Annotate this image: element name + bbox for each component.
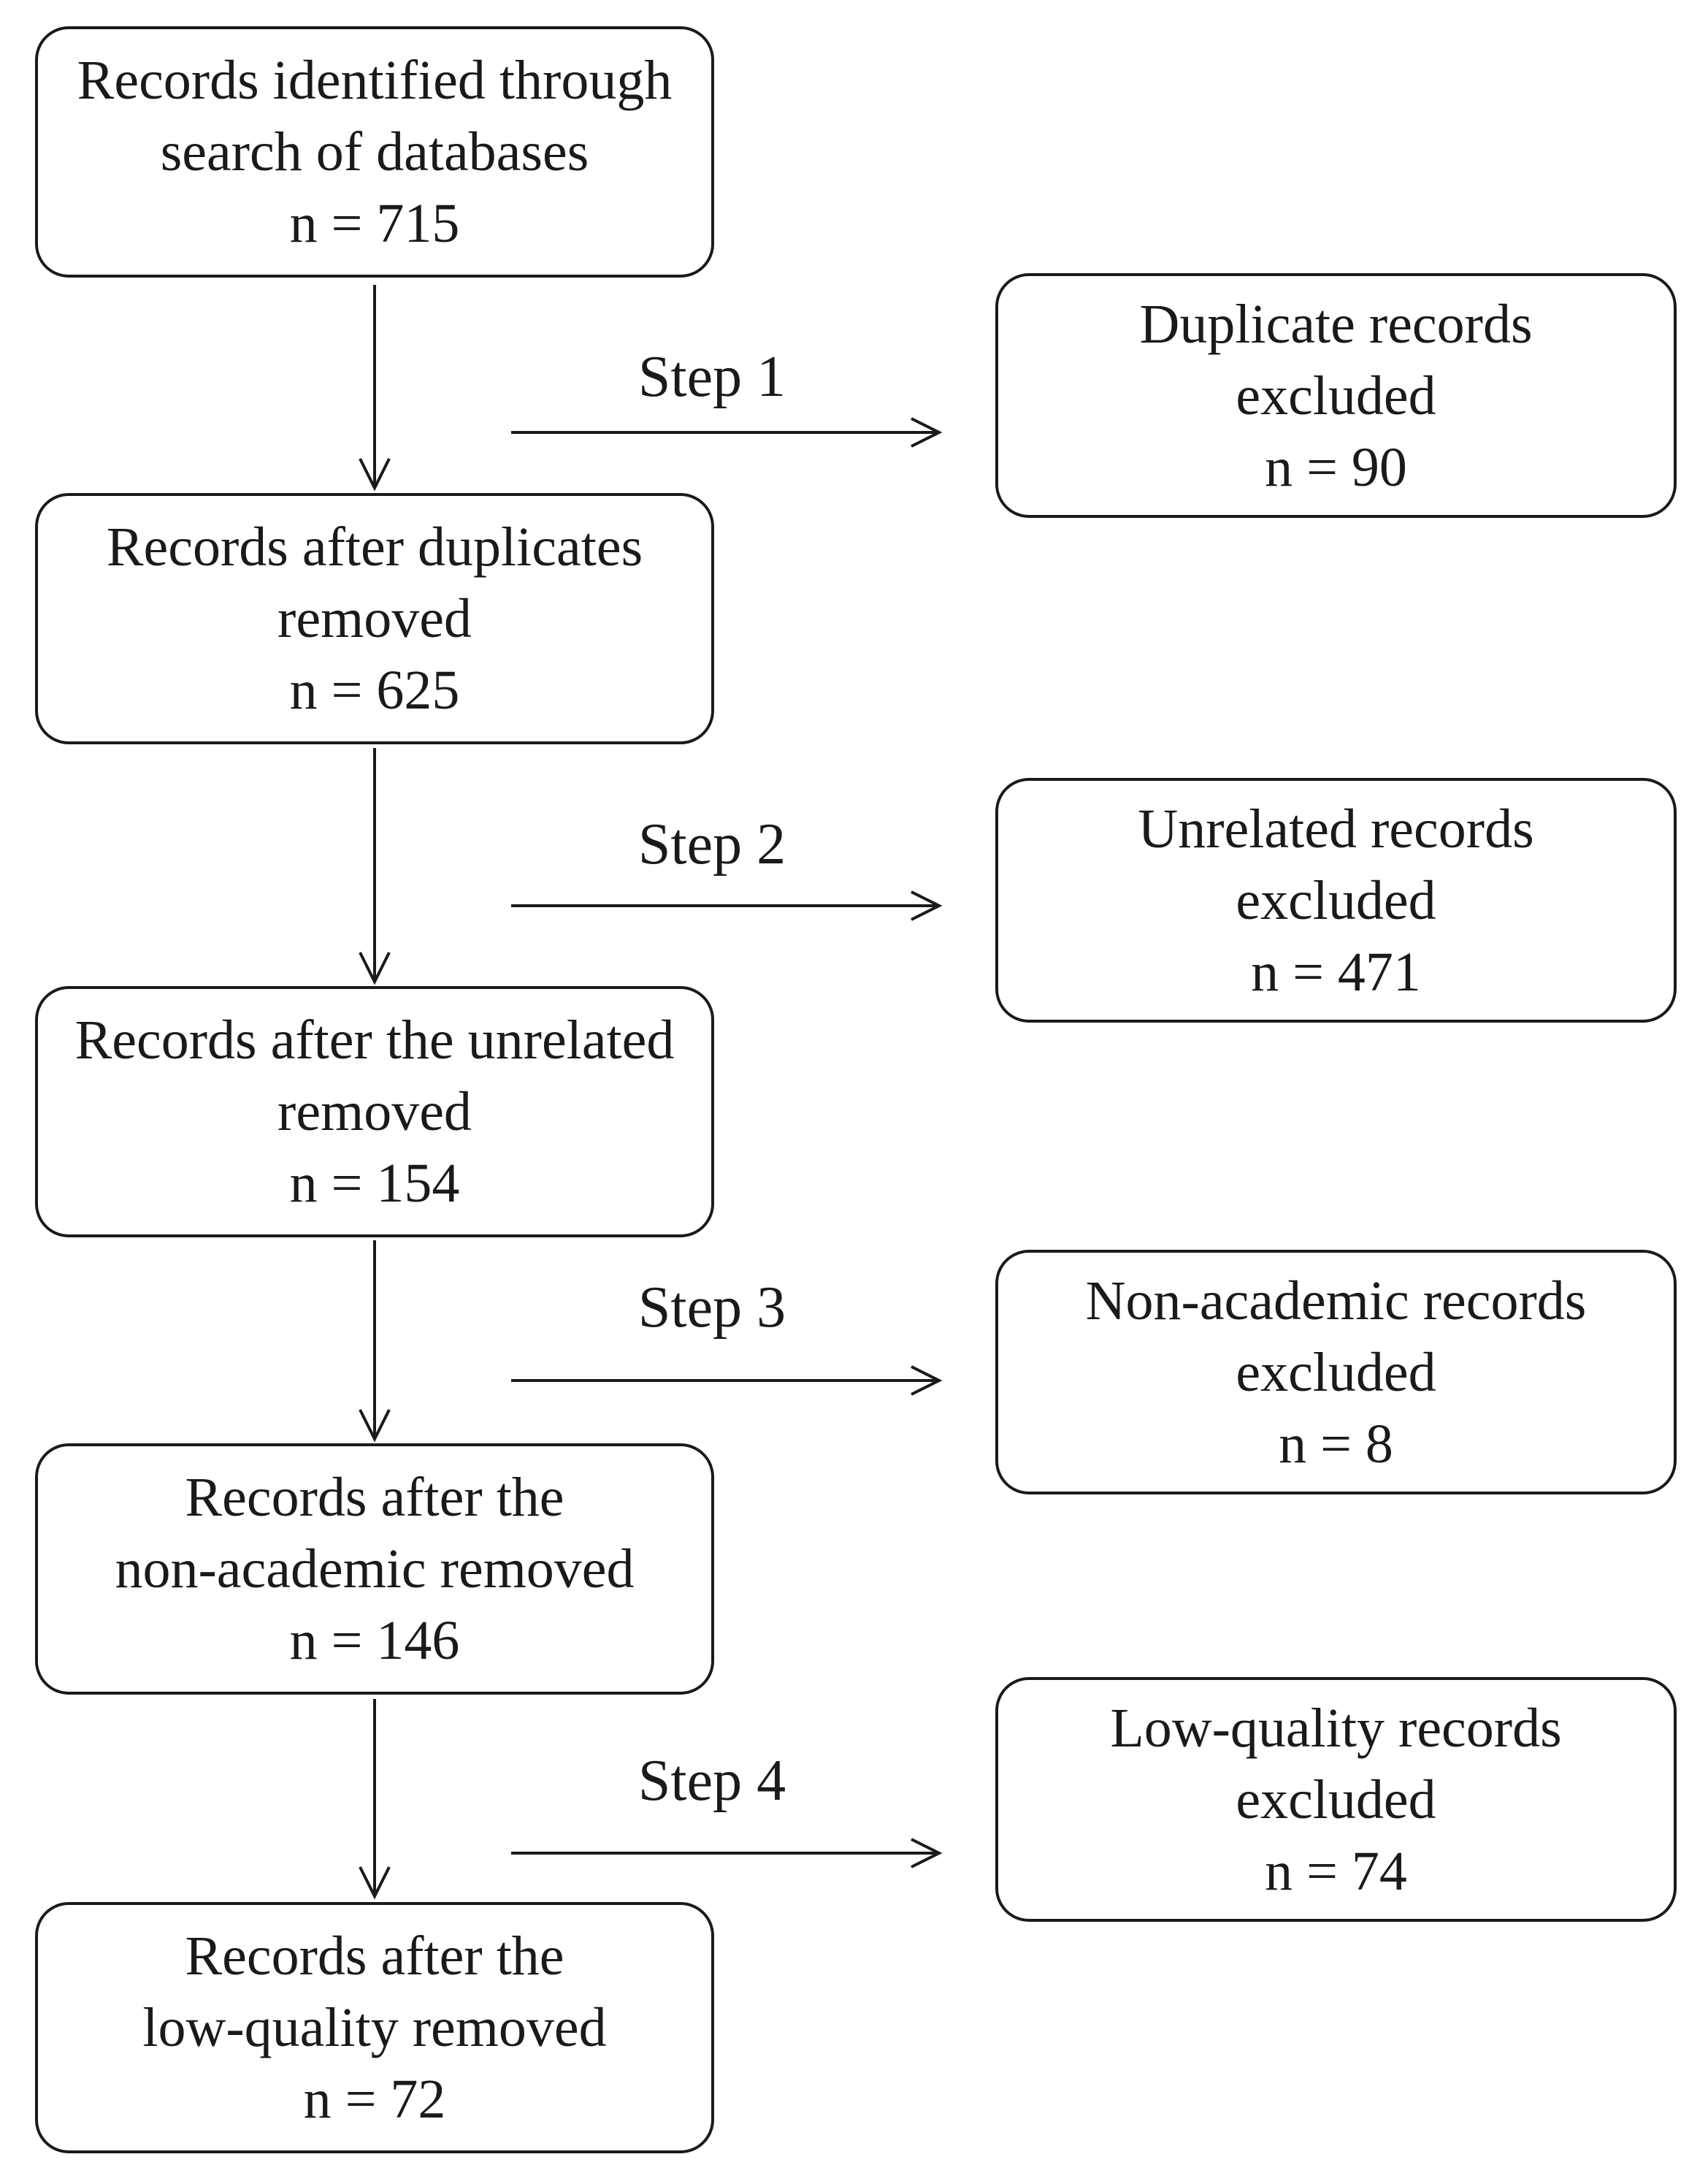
step-1-label: Step 1	[637, 345, 786, 409]
box-line: non-academic removed	[115, 1538, 635, 1600]
down-arrow-4-head	[359, 1866, 391, 1900]
box-count: n = 715	[289, 193, 460, 254]
box-count: n = 154	[289, 1153, 460, 1214]
non-academic-excluded-box: Non-academic records excluded n = 8	[995, 1250, 1677, 1494]
step-3-label: Step 3	[637, 1275, 786, 1340]
box-count: n = 625	[289, 660, 460, 721]
box-count: n = 74	[1265, 1840, 1407, 1902]
box-line: Records after the	[185, 1925, 564, 1987]
step-4-label: Step 4	[637, 1749, 786, 1813]
records-identified-box: Records identified through search of dat…	[35, 26, 714, 278]
right-arrow-1-head	[911, 417, 943, 448]
box-line: Records after the	[185, 1467, 564, 1528]
box-line: removed	[277, 1081, 472, 1142]
box-line: excluded	[1236, 869, 1436, 931]
records-after-low-quality-box: Records after the low-quality removed n …	[35, 1902, 714, 2153]
box-line: Records after the unrelated	[74, 1009, 675, 1071]
right-arrow-2-head	[911, 890, 943, 921]
unrelated-excluded-box: Unrelated records excluded n = 471	[995, 778, 1677, 1023]
box-line: Low-quality records	[1110, 1697, 1562, 1759]
low-quality-excluded-box: Low-quality records excluded n = 74	[995, 1677, 1677, 1922]
box-line: search of databases	[160, 121, 589, 183]
right-arrow-4-head	[911, 1838, 943, 1868]
box-count: n = 471	[1251, 941, 1421, 1003]
step-2-label: Step 2	[637, 812, 786, 877]
box-line: Duplicate records	[1139, 293, 1533, 355]
records-after-unrelated-box: Records after the unrelated removed n = …	[35, 986, 714, 1237]
box-count: n = 146	[289, 1610, 460, 1671]
duplicate-excluded-box: Duplicate records excluded n = 90	[995, 273, 1677, 518]
down-arrow-1-head	[359, 458, 391, 492]
box-line: low-quality removed	[142, 1997, 607, 2058]
box-line: excluded	[1236, 1341, 1436, 1403]
box-count: n = 8	[1279, 1413, 1393, 1475]
box-count: n = 72	[303, 2069, 446, 2130]
right-arrow-3-head	[911, 1365, 943, 1396]
box-line: Non-academic records	[1085, 1269, 1587, 1332]
box-line: Records identified through	[77, 50, 673, 111]
box-line: excluded	[1236, 1768, 1436, 1830]
records-after-duplicates-box: Records after duplicates removed n = 625	[35, 493, 714, 744]
records-after-non-academic-box: Records after the non-academic removed n…	[35, 1443, 714, 1695]
box-line: removed	[277, 588, 472, 649]
down-arrow-2-head	[359, 952, 391, 985]
box-line: excluded	[1236, 364, 1436, 427]
box-line: Unrelated records	[1138, 798, 1534, 860]
down-arrow-3-head	[359, 1409, 391, 1443]
box-count: n = 90	[1265, 436, 1407, 498]
box-line: Records after duplicates	[106, 516, 643, 578]
